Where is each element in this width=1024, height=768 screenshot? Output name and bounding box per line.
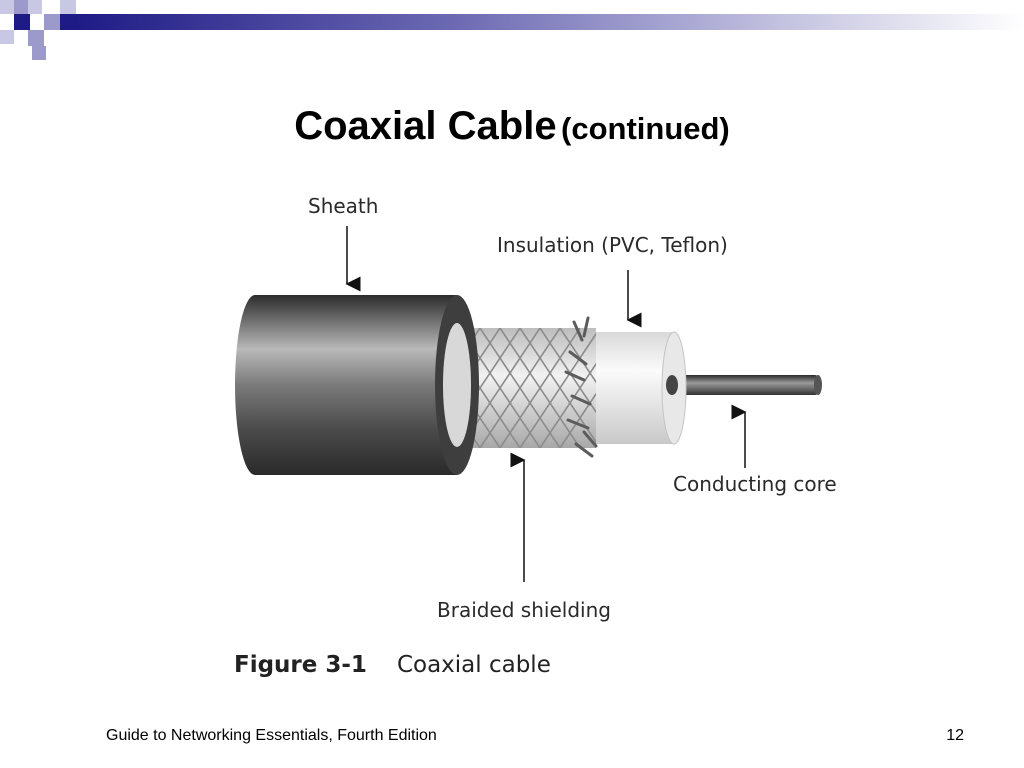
header-gradient-bar [76,14,1024,30]
slide-title: Coaxial Cable (continued) [0,104,1024,149]
footer-text: Guide to Networking Essentials, Fourth E… [106,727,437,744]
figure-caption: Figure 3-1 Coaxial cable [234,652,551,678]
conducting-core [666,375,822,395]
corner-decoration [0,0,76,60]
slide-title-suffix: (continued) [561,111,730,146]
label-insulation: Insulation (PVC, Teflon) [497,233,728,257]
figure-number: Figure 3-1 [234,652,367,678]
label-braided-shielding: Braided shielding [437,598,611,622]
figure-caption-text: Coaxial cable [396,652,551,678]
insulation-layer [586,331,687,445]
outer-sheath [235,295,479,475]
slide-title-main: Coaxial Cable [294,104,557,148]
label-conducting-core: Conducting core [673,472,837,496]
page-number: 12 [946,727,964,744]
label-sheath: Sheath [308,194,379,218]
